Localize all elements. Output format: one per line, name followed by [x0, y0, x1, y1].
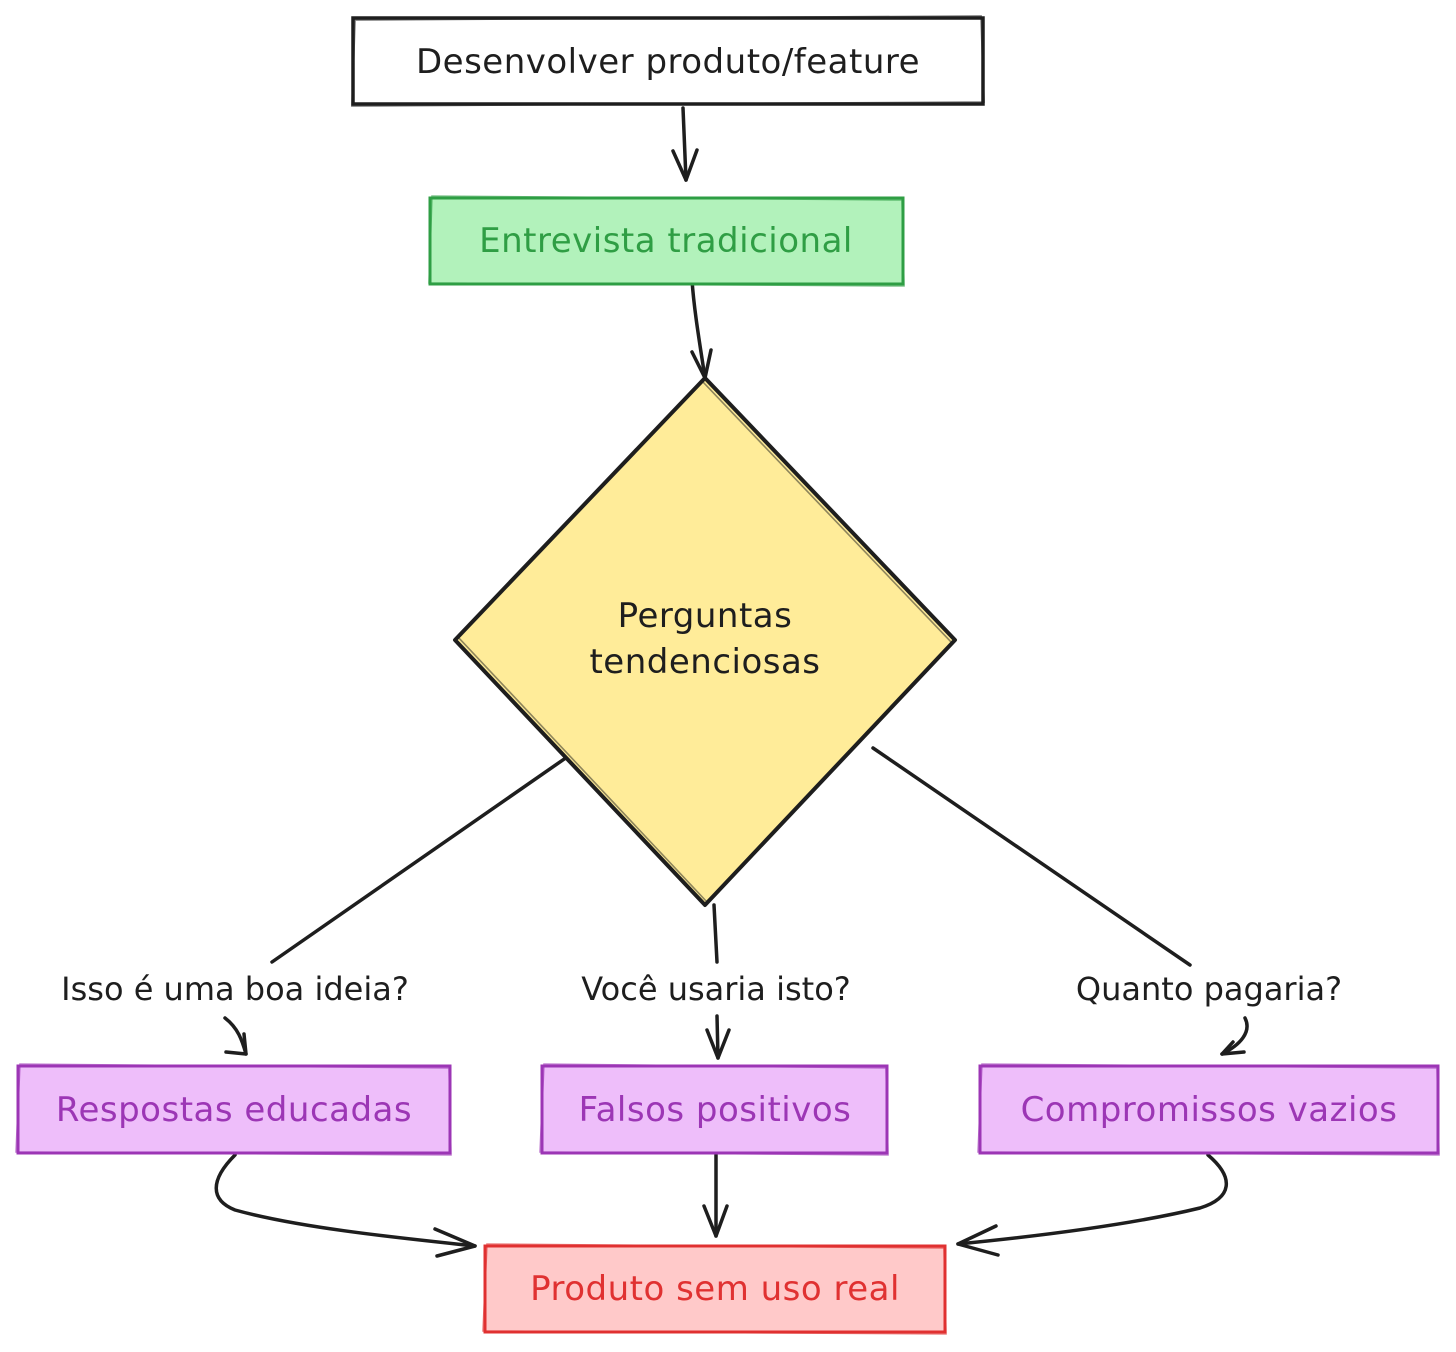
node-develop-label: Desenvolver produto/feature — [416, 42, 920, 82]
node-develop-box — [351, 16, 985, 106]
edge-polite-to-no-use — [214, 1153, 477, 1258]
edge-interview-to-questions — [690, 278, 713, 380]
node-questions-label-line2: tendenciosas — [589, 642, 820, 682]
node-false-positives: Falsos positivos — [539, 1063, 889, 1156]
edge-develop-to-interview — [671, 106, 699, 182]
node-questions-label-line1: Perguntas — [618, 596, 793, 636]
node-polite-label: Respostas educadas — [56, 1090, 412, 1130]
node-empty-commitments-label: Compromissos vazios — [1021, 1090, 1398, 1130]
edge-false-positives-to-no-use — [702, 1153, 729, 1238]
node-interview-label: Entrevista tradicional — [479, 221, 853, 261]
edge-label-good-idea: Isso é uma boa ideia? — [61, 970, 409, 1008]
node-no-use-label: Produto sem uso real — [530, 1269, 900, 1309]
edge-empty-commitments-to-no-use — [956, 1153, 1228, 1257]
edge-label-how-much: Quanto pagaria? — [1076, 970, 1342, 1008]
node-interview: Entrevista tradicional — [428, 195, 905, 287]
node-polite: Respostas educadas — [15, 1063, 452, 1156]
node-empty-commitments: Compromissos vazios — [977, 1063, 1440, 1156]
edge-questions-to-empty-commitments — [871, 746, 1249, 1056]
node-develop: Desenvolver produto/feature — [351, 15, 985, 107]
node-questions: Perguntas tendenciosas — [453, 376, 957, 907]
node-false-positives-label: Falsos positivos — [579, 1090, 852, 1130]
node-no-use: Produto sem uso real — [482, 1243, 947, 1335]
edge-label-would-use: Você usaria isto? — [581, 970, 851, 1008]
edge-questions-to-false-positives — [705, 903, 731, 1060]
edge-questions-to-polite — [223, 753, 572, 1056]
